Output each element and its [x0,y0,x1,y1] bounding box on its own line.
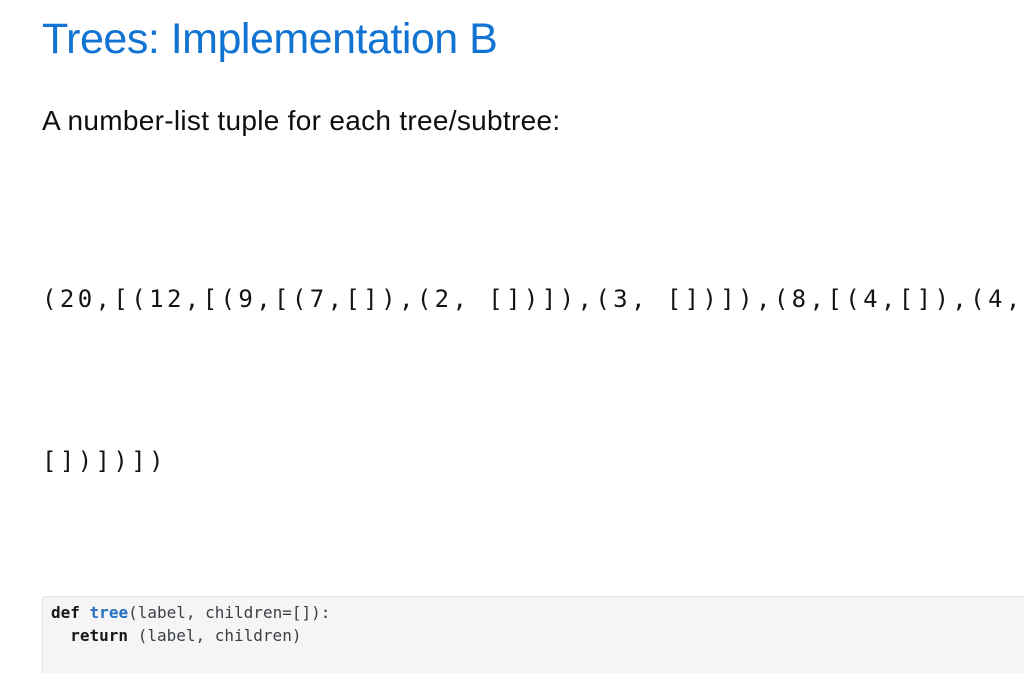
code-line: return (label, children) [70,626,302,645]
subtitle: A number-list tuple for each tree/subtre… [42,105,561,136]
tuple-literal: (20,[(12,[(9,[(7,[]),(2, [])]),(3, [])])… [42,164,1024,596]
code-line: def tree(label, children=[]): [51,603,331,622]
lecture-slide: Trees: Implementation B A number-list tu… [0,13,1024,673]
code-line [51,647,1024,670]
code-block-tree-definitions: def tree(label, children=[]): return (la… [42,596,1024,673]
tuple-line-1: (20,[(12,[(9,[(7,[]),(2, [])]),(3, [])])… [42,285,1024,313]
page-title: Trees: Implementation B [42,15,498,63]
tuple-line-2: [])])]) [42,447,167,475]
